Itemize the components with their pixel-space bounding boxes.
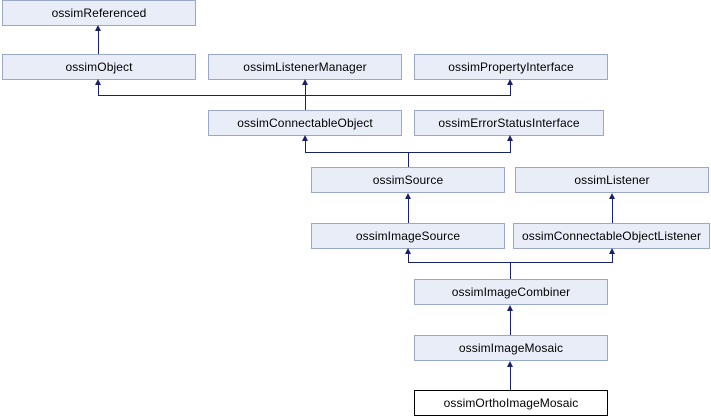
class-node-ossimpropertyinterface[interactable]: ossimPropertyInterface: [414, 54, 608, 80]
edge-ossimsource-to-connectableobject: [305, 140, 306, 152]
class-node-ossimerrorstatusinterface[interactable]: ossimErrorStatusInterface: [414, 110, 604, 136]
edge-bus-connectableobject: [98, 95, 511, 96]
class-label: ossimSource: [372, 173, 444, 187]
class-node-ossimlistenermanager[interactable]: ossimListenerManager: [208, 54, 402, 80]
class-node-ossimobject[interactable]: ossimObject: [2, 54, 196, 80]
class-node-ossimimagemosaic[interactable]: ossimImageMosaic: [414, 335, 608, 361]
class-label: ossimObject: [65, 60, 133, 74]
class-node-ossimimagesource[interactable]: ossimImageSource: [311, 223, 505, 249]
edge-orthoimagemosaic-to-imagemosaic: [510, 366, 511, 390]
arrowhead-ossimimagesource: [405, 248, 411, 254]
edge-imagemosaic-to-imagecombiner: [510, 310, 511, 335]
arrowhead-ossimconnectableobjectlistener: [609, 248, 615, 254]
class-node-ossimsource[interactable]: ossimSource: [311, 167, 505, 193]
class-node-ossimreferenced[interactable]: ossimReferenced: [2, 0, 196, 26]
class-label: ossimListener: [574, 173, 650, 187]
arrowhead-ossimconnectableobject: [302, 135, 308, 141]
class-label: ossimReferenced: [51, 6, 147, 20]
class-label: ossimOrthoImageMosaic: [443, 396, 579, 410]
class-node-ossimlistener[interactable]: ossimListener: [515, 167, 709, 193]
class-label: ossimImageMosaic: [458, 341, 564, 355]
class-label: ossimImageSource: [355, 229, 461, 243]
arrowhead-ossimimagemosaic: [507, 361, 513, 367]
arrowhead-ossimreferenced: [95, 25, 101, 31]
class-label: ossimConnectableObject: [237, 116, 373, 130]
class-node-ossimorthoimagemosaic[interactable]: ossimOrthoImageMosaic: [414, 390, 608, 416]
arrowhead-ossimimagecombiner: [507, 305, 513, 311]
class-label: ossimPropertyInterface: [448, 60, 574, 74]
class-label: ossimImageCombiner: [451, 285, 571, 299]
edge-imagesource-to-ossimsource: [408, 198, 409, 223]
edge-drop-ossimsource: [408, 152, 409, 167]
edge-connectableobjectlistener-to-ossimlistener: [612, 198, 613, 223]
class-node-ossimimagecombiner[interactable]: ossimImageCombiner: [414, 279, 608, 305]
class-label: ossimErrorStatusInterface: [438, 116, 580, 130]
edge-ossimsource-to-errorstatusinterface: [510, 140, 511, 152]
arrowhead-ossimpropertyinterface: [507, 79, 513, 85]
arrowhead-ossimlistener: [609, 193, 615, 199]
edge-imagecombiner-to-connectableobjectlistener: [612, 253, 613, 262]
edge-drop-imagecombiner: [510, 262, 511, 279]
class-node-ossimconnectableobject[interactable]: ossimConnectableObject: [208, 110, 402, 136]
edge-connectableobject-to-listenermanager: [305, 84, 306, 110]
edge-connectableobject-to-propertyinterface: [510, 84, 511, 95]
edge-connectableobject-to-ossimobject: [98, 84, 99, 95]
edge-imagecombiner-to-imagesource: [408, 253, 409, 262]
class-node-ossimconnectableobjectlistener[interactable]: ossimConnectableObjectListener: [513, 223, 710, 249]
arrowhead-ossimlistenermanager: [302, 79, 308, 85]
arrowhead-ossimsource: [405, 193, 411, 199]
edge-ossimobject-to-ossimreferenced: [98, 30, 99, 54]
class-label: ossimListenerManager: [243, 60, 367, 74]
class-label: ossimConnectableObjectListener: [521, 229, 702, 243]
arrowhead-ossimobject: [95, 79, 101, 85]
arrowhead-ossimerrorstatusinterface: [507, 135, 513, 141]
